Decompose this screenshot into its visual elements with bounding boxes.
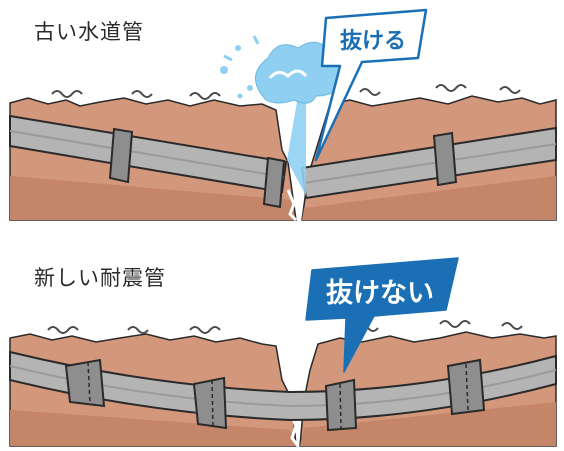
panel-quake-resistant-pipe: 抜けない [9,257,557,447]
soil-deep-left-new [10,410,296,446]
soil-deep-right-new [300,402,556,446]
old-pipe-title: 古い水道管 [34,20,144,44]
panel-old-pipe: 抜ける [9,8,557,222]
quake-joint [446,358,486,416]
callout-text-pulls-apart: 抜ける [340,29,406,54]
quake-resistant-pipe-title: 新しい耐震管 [34,266,166,290]
soil-deep-right-old [302,176,556,220]
callout-text-does-not-pull-apart: 抜けない [326,278,434,309]
quake-joint [192,376,228,430]
surface-grass-new [47,320,523,334]
ground-crack-icon [286,189,298,222]
surface-grass-old [51,84,521,100]
old-pipe-joint [432,131,458,187]
soil-deep-left-old [10,176,296,220]
callout-does-not-pull-apart: 抜けない [305,257,459,373]
old-pipe-joint [262,156,286,209]
callout-pulls-apart: 抜ける [314,8,428,162]
old-pipe-joint [108,127,134,184]
quake-joint [64,358,106,408]
